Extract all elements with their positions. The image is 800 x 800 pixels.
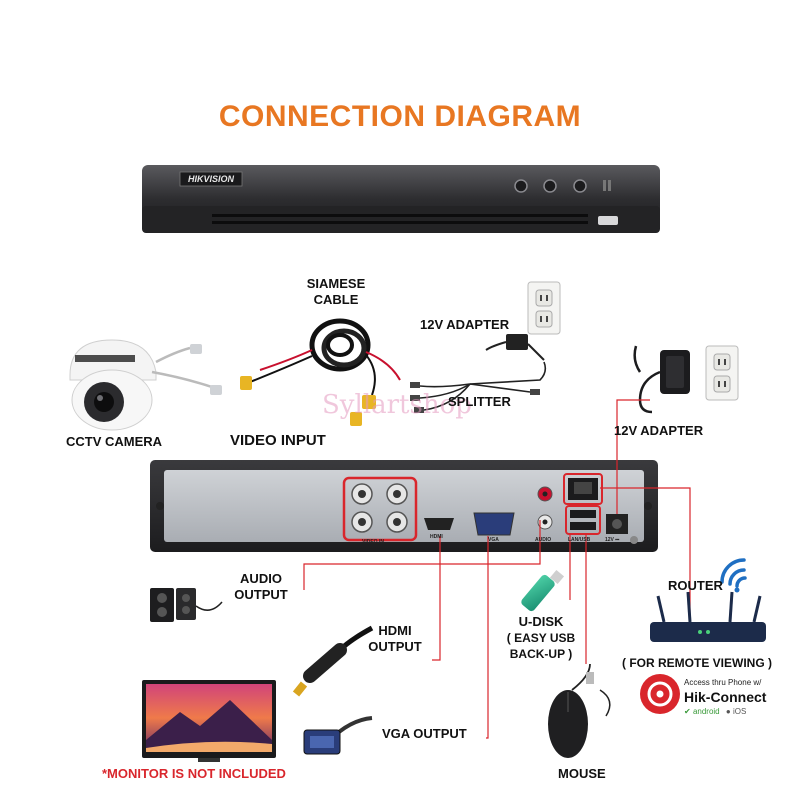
splitter-label: SPLITTER — [448, 394, 511, 409]
vga-cable-icon — [303, 716, 373, 755]
adapter-top-label: 12V ADAPTER — [420, 317, 510, 332]
dvr-front — [142, 165, 660, 233]
splitter-cable-icon — [410, 361, 547, 413]
diagram-title: CONNECTION DIAGRAM — [218, 100, 582, 133]
hik-access-text: Access thru Phone w/ — [684, 678, 762, 687]
wifi-icon — [720, 558, 747, 593]
router-label: ROUTER — [668, 578, 723, 593]
mouse-label: MOUSE — [558, 766, 606, 781]
usb-highlight — [565, 505, 601, 535]
video-input-label: VIDEO INPUT — [230, 432, 326, 449]
check-icon: ✔ — [684, 707, 691, 716]
speaker-icon — [150, 588, 223, 622]
adapter-right-icon — [633, 345, 690, 414]
connection-wires — [303, 399, 691, 739]
cctv-camera-icon — [69, 339, 222, 431]
cctv-camera-label: CCTV CAMERA — [66, 434, 163, 449]
vga-output-label: VGA OUTPUT — [382, 726, 467, 741]
brand-logo: HIKVISION — [187, 174, 234, 184]
adapter-top-icon — [485, 334, 545, 361]
bnc-inputs — [351, 483, 408, 533]
watermark: Syllartshop — [322, 390, 472, 420]
siamese-cable-icon — [240, 318, 401, 426]
lan-highlight — [563, 473, 603, 505]
panel-lan-usb-label: LAN/USB — [568, 537, 591, 543]
apple-icon: ● — [725, 707, 731, 716]
hik-connect-logo — [640, 674, 769, 714]
remote-viewing-label: ( FOR REMOTE VIEWING ) — [622, 656, 772, 670]
panel-audio-label: AUDIO — [535, 537, 552, 543]
hik-android-text: ✔ android ● iOS — [684, 707, 747, 716]
wall-outlet-top-icon — [527, 281, 561, 335]
monitor-icon — [142, 680, 276, 762]
hik-connect-text: Hik-Connect — [684, 689, 767, 705]
monitor-note: *MONITOR IS NOT INCLUDED — [102, 766, 286, 781]
panel-hdmi-label: HDMI — [430, 534, 443, 540]
dvr-back-panel — [150, 460, 658, 552]
video-in-highlight — [342, 476, 418, 542]
panel-power-label: 12V ⎓ — [605, 537, 620, 543]
panel-vga-label: VGA — [488, 537, 499, 543]
adapter-right-label: 12V ADAPTER — [614, 423, 704, 438]
panel-video-in-label: VIDEO IN — [362, 539, 384, 545]
wall-outlet-right-icon — [705, 345, 739, 401]
router-icon — [650, 591, 766, 642]
hdmi-cable-icon — [292, 625, 374, 697]
mouse-icon — [548, 663, 611, 758]
udisk-icon — [521, 569, 565, 612]
